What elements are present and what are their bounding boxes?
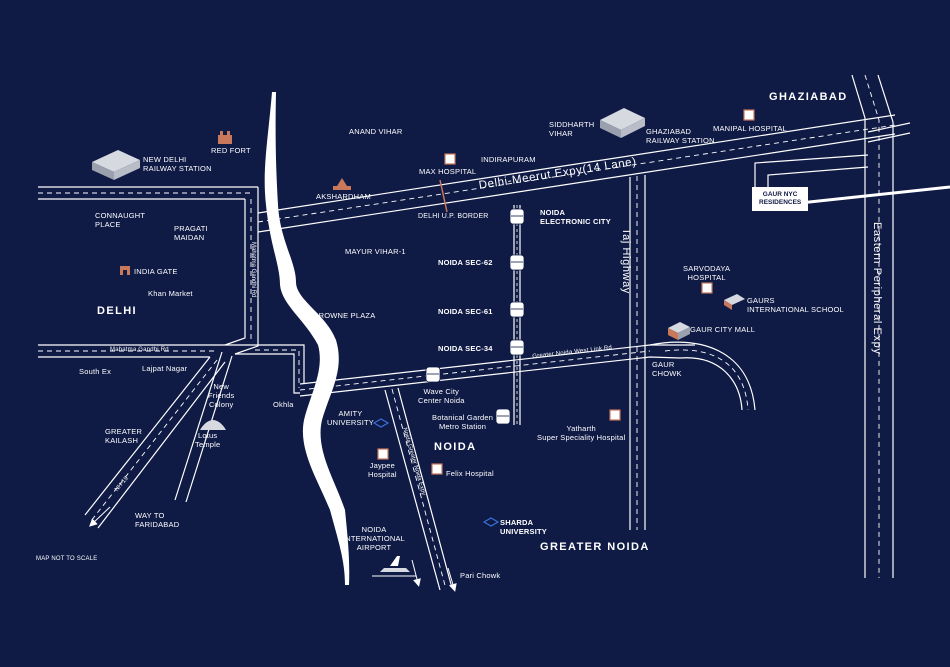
label-siddharth-vihar: SIDDHARTH VIHAR — [549, 120, 595, 138]
red-fort-icon — [218, 131, 232, 144]
label-way-to-faridabad: WAY TO FARIDABAD — [135, 511, 180, 529]
label-sarvodaya-hospital: SARVODAYA HOSPITAL — [683, 264, 731, 282]
label-manipal-hospital: MANIPAL HOSPITAL — [713, 124, 787, 133]
ghaziabad-station-icon — [600, 108, 645, 138]
label-noida-sec-61: NOIDA SEC-61 — [438, 307, 493, 316]
label-jaypee-hospital: Jaypee Hospital — [368, 461, 397, 479]
greater-noida-west-link-road — [299, 344, 695, 397]
road-label-eastern-peripheral: Eastern Peripheral Expy — [871, 222, 883, 355]
label-lajpat-nagar: Lajpat Nagar — [142, 364, 188, 373]
region-noida: NOIDA — [434, 441, 477, 453]
airport-arrow — [411, 559, 421, 587]
nh-19-road — [84, 356, 226, 529]
gaur-city-mall-icon — [668, 322, 690, 340]
label-lotus-temple: Lotus Temple — [195, 431, 221, 449]
label-felix-hospital: Felix Hospital — [446, 469, 494, 478]
label-noida-airport: NOIDA INTERNATIONAL AIRPORT — [343, 525, 406, 552]
label-max-hospital: MAX HOSPITAL — [419, 167, 477, 176]
india-gate-icon — [120, 266, 130, 275]
road-label-mg-road-horizontal: Mahatma Gandhi Rd — [110, 347, 169, 353]
delhi-up-border-marker — [439, 179, 448, 213]
label-okhla: Okhla — [273, 400, 294, 409]
label-india-gate: INDIA GATE — [134, 267, 178, 276]
road-label-taj-highway: Taj Highway — [620, 228, 632, 294]
gaur-chowk-curve — [649, 341, 756, 411]
label-pari-chowk: Pari Chowk — [460, 571, 501, 580]
map-not-to-scale-note: MAP NOT TO SCALE — [36, 556, 98, 562]
faridabad-arrow — [89, 506, 111, 527]
label-noida-sec-62: NOIDA SEC-62 — [438, 258, 493, 267]
label-noida-electronic-city: NOIDA ELECTRONIC CITY — [540, 208, 611, 226]
label-akshardham: AKSHARDHAM — [316, 192, 371, 201]
airport-icon — [372, 556, 416, 577]
label-connaught-place: CONNAUGHT PLACE — [95, 211, 146, 229]
label-greater-kailash: GREATER KAILASH — [105, 427, 143, 445]
new-delhi-top-road — [38, 186, 258, 200]
mahatma-gandhi-road-horizontal — [38, 344, 305, 394]
delhi-meerut-expressway — [257, 114, 896, 233]
label-red-fort: RED FORT — [211, 146, 251, 155]
gaurs-school-icon — [724, 294, 745, 310]
label-ghaziabad-station: GHAZIABAD RAILWAY STATION — [646, 127, 715, 145]
label-khan-market: Khan Market — [148, 289, 193, 298]
road-label-mg-road-vertical: Mahatma Gandhi Rd — [250, 242, 256, 298]
noida-greater-noida-expressway — [384, 387, 453, 591]
label-gaur-chowk: GAUR CHOWK — [652, 360, 682, 378]
label-yatharth-hospital: Yatharth Super Speciality Hospital — [537, 424, 626, 442]
label-gaur-city-mall: GAUR CITY MALL — [690, 325, 756, 334]
label-indirapuram: INDIRAPURAM — [481, 155, 536, 164]
lotus-temple-icon — [200, 420, 226, 430]
label-new-friends-colony: New Friends Colony — [208, 382, 235, 409]
region-greater-noida: GREATER NOIDA — [540, 541, 650, 553]
label-crowne-plaza: CROWNE PLAZA — [313, 311, 376, 320]
label-botanical-garden: Botanical Garden Metro Station — [432, 413, 494, 431]
label-mayur-vihar: MAYUR VIHAR-1 — [345, 247, 406, 256]
region-ghaziabad: GHAZIABAD — [769, 91, 848, 103]
label-wave-city: Wave City Center Noida — [418, 387, 465, 405]
pari-chowk-arrow — [447, 567, 457, 592]
project-pointer-line — [799, 185, 950, 205]
label-gaurs-school: GAURS INTERNATIONAL SCHOOL — [747, 296, 844, 314]
metro-station-icons — [425, 208, 525, 425]
label-delhi-up-border: DELHI U.P. BORDER — [418, 213, 489, 220]
label-noida-sec-34: NOIDA SEC-34 — [438, 344, 493, 353]
mahatma-gandhi-road-vertical — [224, 187, 259, 355]
label-south-ex: South Ex — [79, 367, 112, 376]
label-new-delhi-station: NEW DELHI RAILWAY STATION — [143, 155, 212, 173]
hospital-icons — [377, 109, 755, 475]
new-delhi-station-icon — [92, 150, 140, 180]
project-callout-gaur-nyc[interactable]: GAUR NYC RESIDENCES — [752, 187, 809, 211]
akshardham-icon — [333, 178, 351, 190]
taj-highway — [629, 175, 646, 530]
label-amity-university: AMITY UNIVERSITY — [327, 409, 375, 427]
eastern-peripheral-expressway — [851, 74, 911, 578]
school-icons — [372, 418, 500, 527]
label-anand-vihar: ANAND VIHAR — [349, 127, 403, 136]
region-delhi: DELHI — [97, 305, 137, 317]
yamuna-river — [264, 92, 350, 585]
label-pragati-maidan: PRAGATI MAIDAN — [174, 224, 208, 242]
label-sharda-university: SHARDA UNIVERSITY — [500, 518, 548, 536]
